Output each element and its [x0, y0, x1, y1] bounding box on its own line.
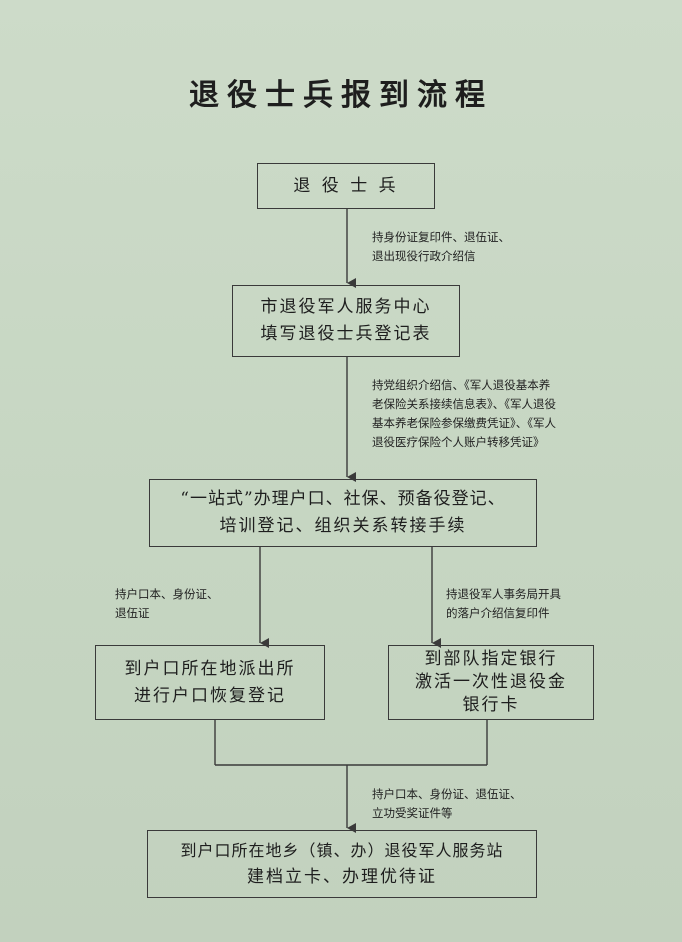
- note-line: 的落户介绍信复印件: [446, 606, 550, 620]
- node-line: 填写退役士兵登记表: [260, 324, 432, 344]
- note-documents-3: 持户口本、身份证、 退伍证: [115, 585, 219, 623]
- note-line: 老保险关系接续信息表》、《军人退役: [372, 397, 556, 411]
- node-bank: 到部队指定银行 激活一次性退役金 银行卡: [388, 645, 594, 720]
- note-line: 退役医疗保险个人账户转移凭证》: [372, 435, 545, 449]
- note-documents-5: 持户口本、身份证、退伍证、 立功受奖证件等: [372, 785, 522, 823]
- note-line: 持户口本、身份证、: [115, 587, 219, 601]
- note-line: 持退役军人事务局开具: [446, 587, 561, 601]
- note-documents-2: 持党组织介绍信、《军人退役基本养 老保险关系接续信息表》、《军人退役 基本养老保…: [372, 376, 556, 452]
- node-start: 退 役 士 兵: [257, 163, 435, 209]
- node-line: 建档立卡、办理优待证: [247, 867, 437, 887]
- node-line: 市退役军人服务中心: [260, 297, 432, 317]
- note-documents-1: 持身份证复印件、退伍证、 退出现役行政介绍信: [372, 228, 510, 266]
- note-line: 立功受奖证件等: [372, 806, 453, 820]
- note-line: 持户口本、身份证、退伍证、: [372, 787, 522, 801]
- node-line: 到户口所在地派出所: [124, 658, 296, 679]
- note-documents-4: 持退役军人事务局开具 的落户介绍信复印件: [446, 585, 561, 623]
- node-line: 到户口所在地乡（镇、办）退役军人服务站: [180, 841, 504, 860]
- note-line: 退伍证: [115, 606, 150, 620]
- node-line: 培训登记、组织关系转接手续: [219, 516, 467, 536]
- node-line: 银行卡: [462, 695, 520, 715]
- node-line: 激活一次性退役金: [415, 672, 567, 692]
- node-service-station: 到户口所在地乡（镇、办）退役军人服务站 建档立卡、办理优待证: [147, 830, 537, 898]
- node-line: 进行户口恢复登记: [134, 685, 286, 706]
- note-line: 持党组织介绍信、《军人退役基本养: [372, 378, 551, 392]
- node-line: “一站式”办理户口、社保、预备役登记、: [180, 489, 506, 509]
- note-line: 退出现役行政介绍信: [372, 249, 476, 263]
- node-line: 退 役 士 兵: [293, 175, 399, 196]
- node-one-stop: “一站式”办理户口、社保、预备役登记、 培训登记、组织关系转接手续: [149, 479, 537, 547]
- node-service-center: 市退役军人服务中心 填写退役士兵登记表: [232, 285, 460, 357]
- node-line: 到部队指定银行: [424, 649, 558, 669]
- note-line: 持身份证复印件、退伍证、: [372, 230, 510, 244]
- node-police-station: 到户口所在地派出所 进行户口恢复登记: [95, 645, 325, 720]
- page-title: 退役士兵报到流程: [189, 78, 493, 113]
- note-line: 基本养老保险参保缴费凭证》、《军人: [372, 416, 556, 430]
